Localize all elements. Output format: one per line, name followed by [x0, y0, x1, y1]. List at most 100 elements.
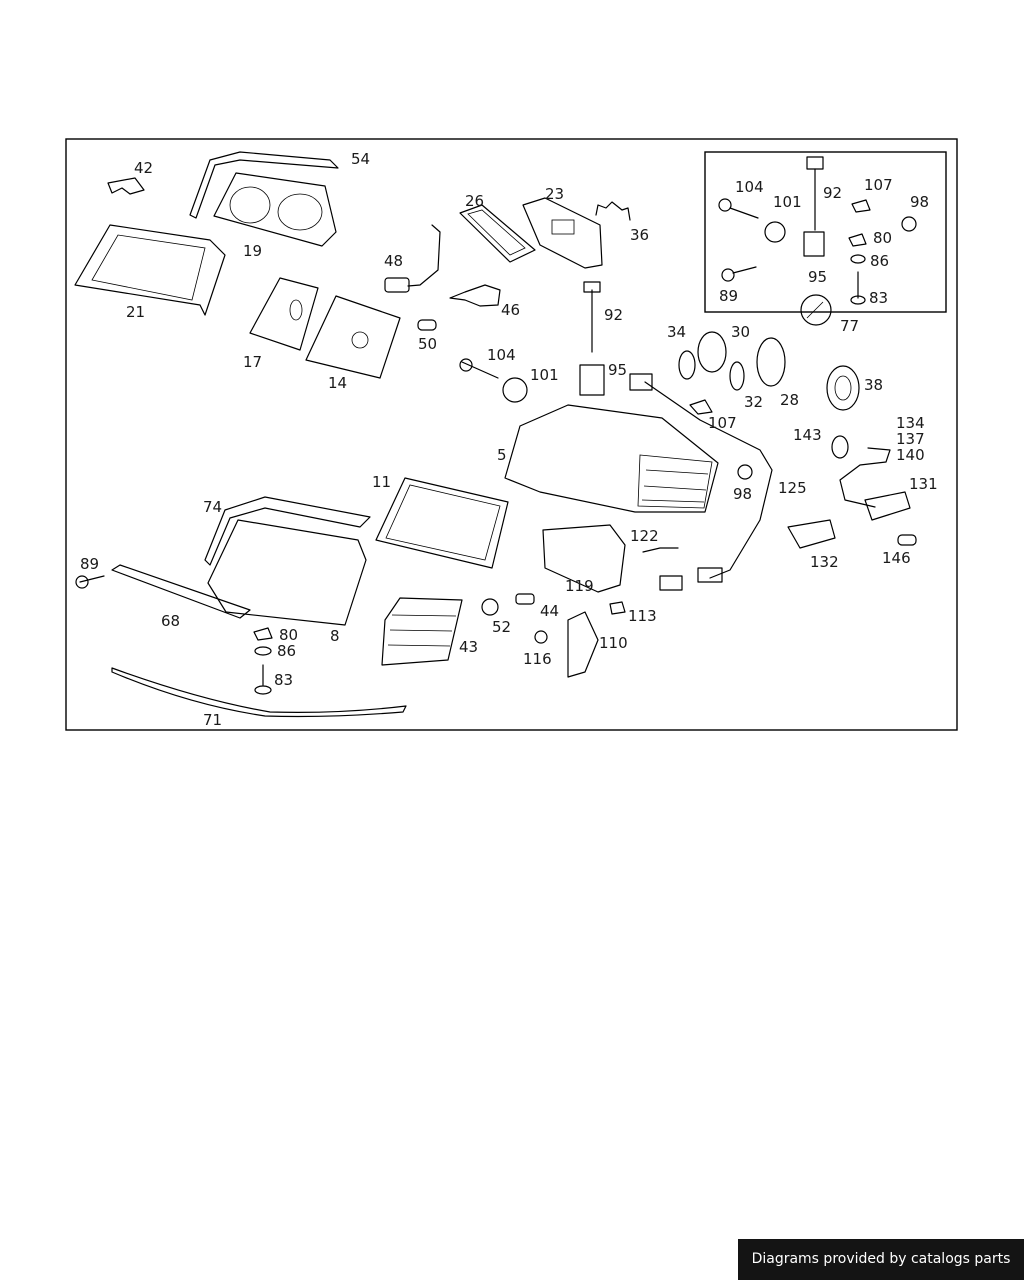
callout-107-main: 107 — [708, 414, 737, 432]
callout-92-main: 92 — [604, 306, 623, 324]
inset-screw-104 — [718, 198, 732, 212]
callout-8: 8 — [330, 627, 340, 645]
callout-116: 116 — [523, 650, 552, 668]
marker-132 — [787, 519, 836, 549]
callout-92-inset: 92 — [823, 184, 842, 202]
bulb-44 — [515, 593, 535, 605]
headlamp-lens-8 — [207, 519, 367, 626]
catalog-credit-banner: Diagrams provided by catalogs parts — [738, 1239, 1024, 1280]
gasket-26 — [459, 204, 536, 263]
ring-32 — [729, 361, 745, 391]
bulb-52 — [481, 598, 499, 616]
callout-122: 122 — [630, 527, 659, 545]
callout-43: 43 — [459, 638, 478, 656]
callout-83-main: 83 — [274, 671, 293, 689]
callout-101-main: 101 — [530, 366, 559, 384]
bracket-23 — [522, 197, 603, 269]
callout-104-main: 104 — [487, 346, 516, 364]
callout-23: 23 — [545, 185, 564, 203]
washer-86 — [254, 646, 272, 656]
bulb-122 — [642, 547, 679, 553]
clip-42 — [107, 177, 145, 195]
seal-strip-71 — [111, 667, 407, 718]
callout-28: 28 — [780, 391, 799, 409]
trim-strip-68 — [111, 564, 251, 619]
screw-89 — [79, 575, 105, 583]
callout-113: 113 — [628, 607, 657, 625]
callout-83-inset: 83 — [869, 289, 888, 307]
callout-107-inset: 107 — [864, 176, 893, 194]
cap-38 — [826, 365, 860, 411]
screw-104 — [461, 361, 499, 379]
callout-86-main: 86 — [277, 642, 296, 660]
wiring-harness-125 — [644, 381, 773, 579]
callout-80-inset: 80 — [873, 229, 892, 247]
callout-146: 146 — [882, 549, 911, 567]
callout-80-main: 80 — [279, 626, 298, 644]
housing-frame-19 — [213, 172, 337, 247]
callout-89-inset: 89 — [719, 287, 738, 305]
callout-77: 77 — [840, 317, 859, 335]
halogen-bulb-46 — [449, 284, 501, 307]
bulb-146 — [897, 534, 917, 546]
callout-14: 14 — [328, 374, 347, 392]
callout-132: 132 — [810, 553, 839, 571]
indicator-lens-43 — [381, 597, 463, 666]
connector-c — [629, 373, 653, 391]
callout-26: 26 — [465, 192, 484, 210]
callout-54: 54 — [351, 150, 370, 168]
callout-74: 74 — [203, 498, 222, 516]
inset-clip-80 — [848, 233, 867, 247]
lamp-housing-14 — [305, 295, 401, 379]
side-marker-131 — [864, 491, 911, 521]
clip-107 — [689, 399, 713, 415]
callout-17: 17 — [243, 353, 262, 371]
connector-a — [659, 575, 683, 591]
callout-95-main: 95 — [608, 361, 627, 379]
bulb-wire-48 — [407, 224, 441, 287]
screw-98 — [737, 464, 753, 480]
callout-86-inset: 86 — [870, 252, 889, 270]
inset-clip-107 — [851, 199, 871, 213]
callout-34: 34 — [667, 323, 686, 341]
callout-42: 42 — [134, 159, 153, 177]
ring-34 — [678, 350, 696, 380]
callout-131: 131 — [909, 475, 938, 493]
bracket-110 — [567, 611, 599, 678]
inset-screw-92 — [806, 156, 824, 170]
callout-134: 134 — [896, 414, 925, 432]
callout-30: 30 — [731, 323, 750, 341]
callout-19: 19 — [243, 242, 262, 260]
callout-89-main: 89 — [80, 555, 99, 573]
callout-5: 5 — [497, 446, 507, 464]
clip-80 — [253, 627, 273, 641]
callout-50: 50 — [418, 335, 437, 353]
callout-95-inset: 95 — [808, 268, 827, 286]
lamp-holder-30 — [697, 331, 727, 373]
clip-113 — [609, 601, 626, 615]
trim-strip-74 — [204, 496, 371, 566]
callout-119: 119 — [565, 577, 594, 595]
wrench-symbol-77 — [800, 294, 832, 326]
headlamp-assembly-5 — [504, 404, 719, 513]
lamp-holder-28 — [756, 337, 786, 387]
callout-52: 52 — [492, 618, 511, 636]
lens-gasket-11 — [375, 477, 509, 569]
callout-110: 110 — [599, 634, 628, 652]
bulb-50 — [417, 319, 437, 331]
clip-95 — [579, 364, 605, 396]
bezel-21 — [74, 224, 226, 316]
callout-143: 143 — [793, 426, 822, 444]
screw-116 — [534, 630, 548, 644]
callout-101-inset: 101 — [773, 193, 802, 211]
callout-36: 36 — [630, 226, 649, 244]
inset-washer-86 — [850, 254, 866, 264]
callout-71: 71 — [203, 711, 222, 729]
callout-68: 68 — [161, 612, 180, 630]
trim-strip-54 — [189, 151, 339, 219]
callout-46: 46 — [501, 301, 520, 319]
callout-104-inset: 104 — [735, 178, 764, 196]
nut-101 — [502, 377, 528, 403]
callout-38: 38 — [864, 376, 883, 394]
